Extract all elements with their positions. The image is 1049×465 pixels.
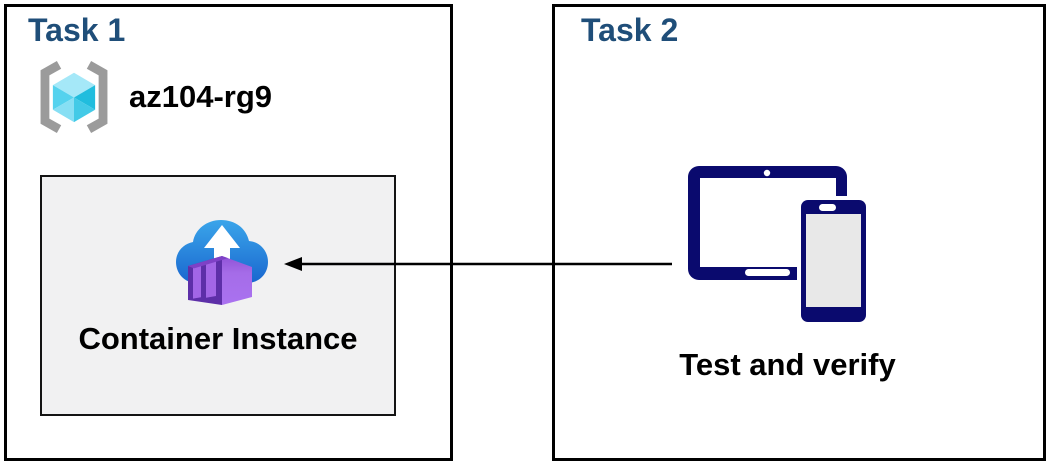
container-instance-label: Container Instance [78, 321, 358, 356]
phone-icon [797, 196, 870, 326]
bracket-left [40, 61, 62, 133]
container-3d [188, 256, 252, 305]
cube-top-face [52, 72, 96, 98]
upload-arrow-icon [204, 225, 240, 273]
devices-icon [688, 166, 870, 326]
cube-bottom-right-face [74, 97, 96, 123]
resource-group-name: az104-rg9 [129, 79, 273, 114]
resource-group-icon [40, 61, 108, 133]
container-instance-icon [176, 220, 268, 305]
cube-right-face [74, 85, 96, 110]
cube-bottom-left-face [52, 97, 74, 123]
task1-title: Task 1 [28, 12, 126, 48]
task2-title: Task 2 [581, 12, 679, 48]
bracket-right [86, 61, 108, 133]
cube-left-face [52, 85, 74, 110]
task2-caption: Test and verify [679, 347, 896, 382]
